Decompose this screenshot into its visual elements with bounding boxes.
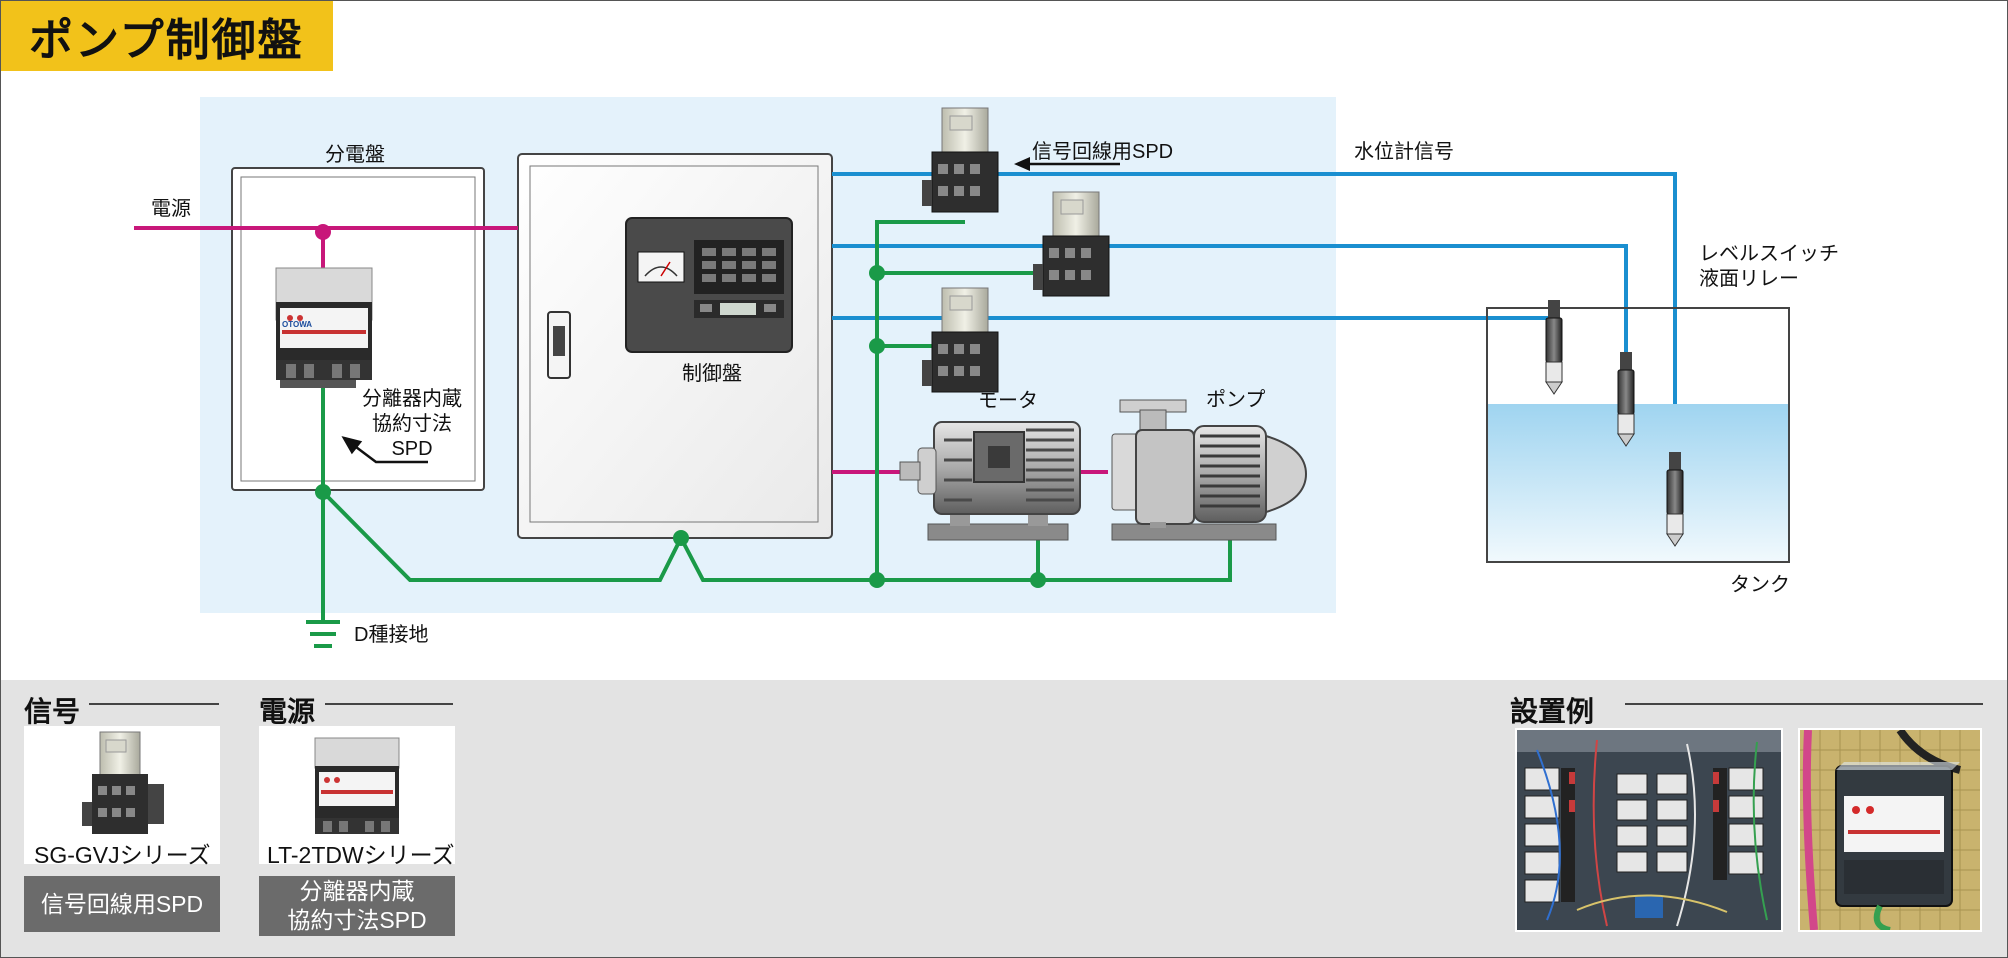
- separator-spd-brand: OTOWA: [282, 320, 312, 329]
- product-panel: 信号 SG-GVJシリーズ 信号回線用SPD 電源: [1, 680, 2007, 957]
- signal-spd-1-icon: [922, 107, 999, 213]
- level-switch-label-1: レベルスイッチ: [1699, 243, 1839, 265]
- separator-spd-label-3: SPD: [391, 438, 432, 460]
- control-panel-label: 制御盤: [682, 362, 742, 385]
- power-junction: [315, 224, 331, 240]
- title-banner: ポンプ制御盤: [1, 1, 333, 71]
- motor-label: モータ: [978, 389, 1038, 412]
- spd-pointer-arrow-icon: [341, 436, 428, 464]
- ground-symbol-icon: [306, 620, 340, 648]
- installation-heading: 設置例: [1510, 696, 1595, 727]
- ground-label: D種接地: [354, 623, 428, 646]
- signal-product-tag-line-1: 信号回線用SPD: [40, 890, 204, 917]
- signal-spd-arrow-icon: [1014, 157, 1120, 171]
- separator-spd-product-icon: [314, 737, 400, 834]
- tank-icon: [1486, 307, 1790, 563]
- ground-junctions: [315, 265, 1046, 588]
- signal-heading: 信号: [24, 696, 81, 727]
- level-probe-2-icon: [1617, 352, 1635, 447]
- installation-photo-2: [1798, 728, 1982, 932]
- pump-label: ポンプ: [1206, 388, 1265, 411]
- level-switch-label-2: 液面リレー: [1699, 267, 1799, 290]
- distribution-board-label: 分電盤: [325, 143, 385, 166]
- signal-spd-label: 信号回線用SPD: [1032, 140, 1173, 163]
- separator-spd-icon: [275, 267, 373, 388]
- level-probe-1-icon: [1545, 300, 1563, 395]
- motor-icon: [899, 421, 1081, 541]
- signal-product-card: SG-GVJシリーズ: [24, 726, 220, 868]
- power-product-tag: 分離器内蔵 協約寸法SPD: [259, 876, 455, 936]
- power-product-name: LT-2TDWシリーズ: [267, 842, 455, 868]
- power-heading-rule: [325, 703, 453, 705]
- control-panel-cabinet: [517, 153, 833, 539]
- power-product-tag-line-2: 協約寸法SPD: [287, 907, 427, 933]
- level-probe-3-icon: [1666, 452, 1684, 547]
- installation-heading-rule: [1625, 703, 1983, 705]
- power-product-tag-line-1: 分離器内蔵: [299, 878, 415, 904]
- power-heading: 電源: [259, 696, 316, 727]
- separator-spd-label-2: 協約寸法: [372, 412, 452, 435]
- signal-spd-product-icon: [82, 731, 164, 834]
- page-title: ポンプ制御盤: [29, 16, 304, 65]
- power-product-card: LT-2TDWシリーズ: [259, 726, 455, 868]
- power-source-label: 電源: [151, 197, 191, 220]
- control-display-icon: [625, 217, 793, 353]
- signal-spd-2-icon: [1033, 191, 1110, 297]
- separator-spd-label-1: 分離器内蔵: [362, 387, 462, 410]
- signal-heading-rule: [89, 703, 219, 705]
- tank-label: タンク: [1730, 573, 1790, 596]
- signal-spd-3-icon: [922, 287, 999, 393]
- water-level-signal-label: 水位計信号: [1354, 140, 1454, 163]
- pump-icon: [1111, 399, 1308, 541]
- signal-product-name: SG-GVJシリーズ: [34, 842, 211, 868]
- installation-photo-1: [1515, 728, 1783, 932]
- signal-product-tag: 信号回線用SPD: [24, 876, 220, 932]
